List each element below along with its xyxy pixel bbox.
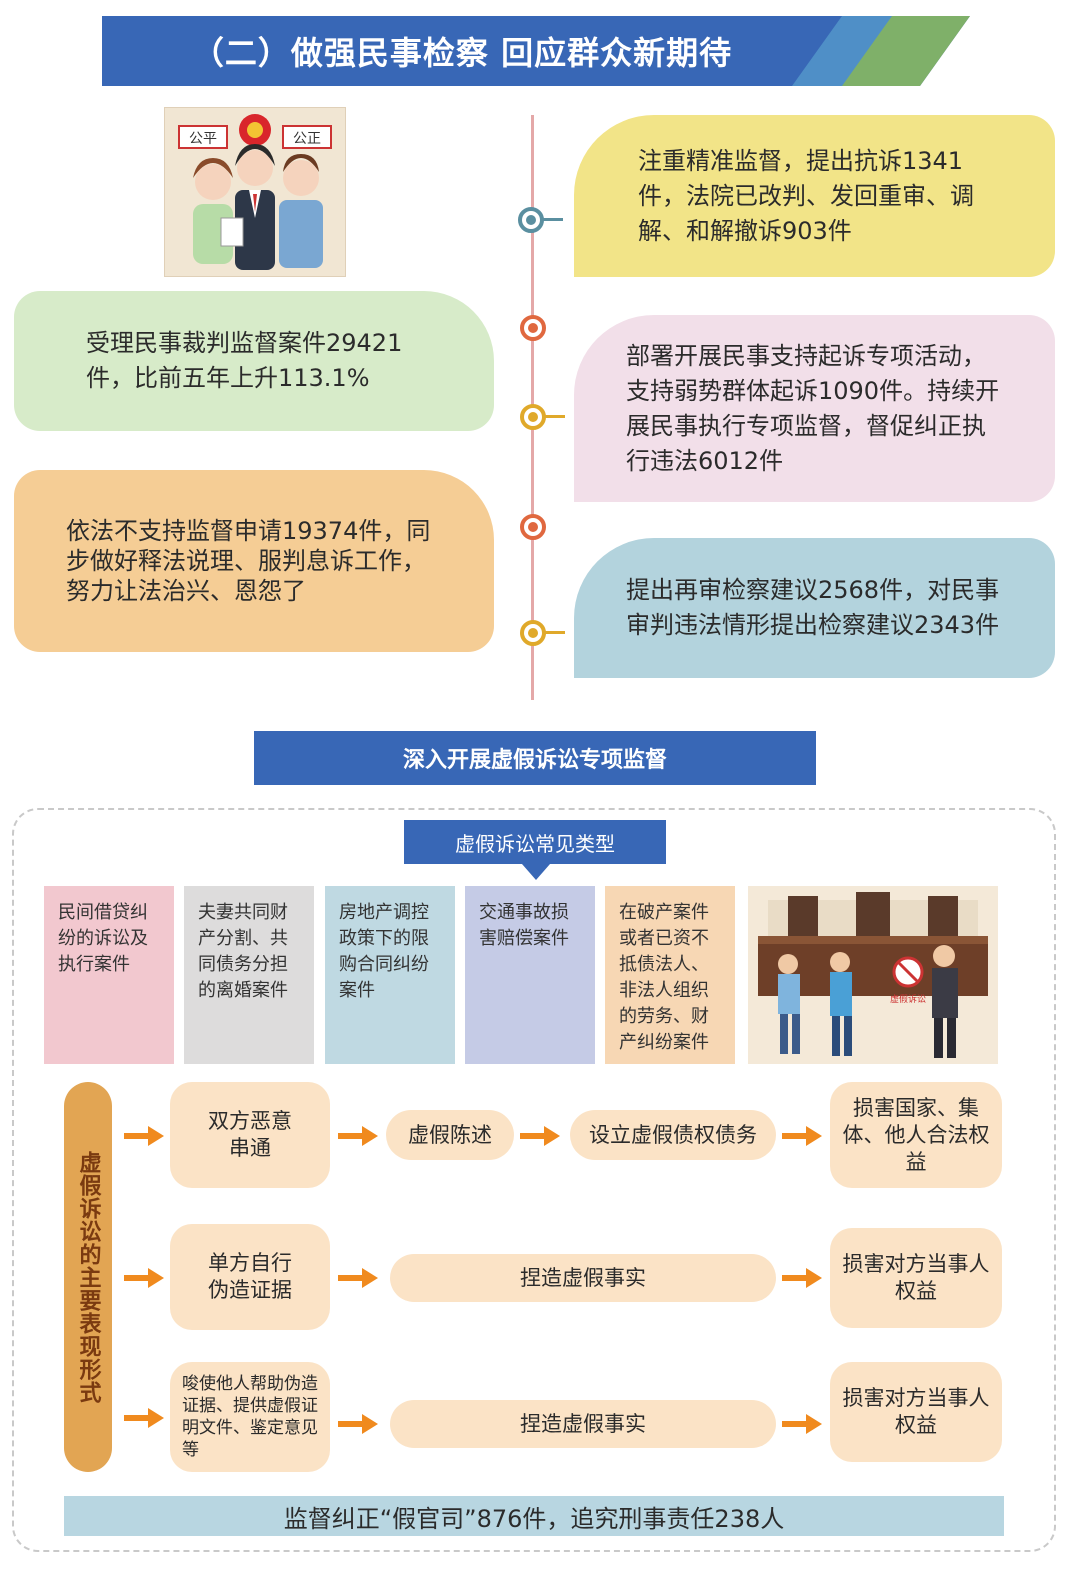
arrow-icon [124, 1268, 164, 1288]
arrow-icon [782, 1414, 822, 1434]
stat-text-cases: 受理民事裁判监督案件29421件，比前五年上升113.1% [86, 329, 403, 392]
arrow-icon [782, 1268, 822, 1288]
page-title: （二）做强民事检察 回应群众新期待 [191, 34, 733, 72]
title-banner: （二）做强民事检察 回应群众新期待 [102, 16, 970, 86]
stat-text-applications: 依法不支持监督申请19374件，同步做好释法说理、服判息诉工作，努力让法治兴、恩… [66, 517, 431, 605]
type-card-text: 民间借贷纠纷的诉讼及执行案件 [58, 902, 148, 975]
stat-bubble-recommendations: 提出再审检察建议2568件，对民事审判违法情形提出检察建议2343件 [574, 538, 1055, 678]
type-card-loan: 民间借贷纠纷的诉讼及执行案件 [44, 886, 174, 1064]
form-end-text: 损害对方当事人权益 [842, 1386, 990, 1437]
form-start-forgery: 单方自行伪造证据 [170, 1224, 330, 1330]
arrow-icon [124, 1126, 164, 1146]
sign-left: 公平 [189, 131, 217, 147]
timeline-node-4 [520, 514, 546, 540]
types-pointer [522, 864, 550, 880]
timeline-node-1 [518, 207, 544, 233]
type-card-divorce: 夫妻共同财产分割、共同债务分担的离婚案件 [184, 886, 314, 1064]
arrow-icon [520, 1126, 560, 1146]
form-start-collusion: 双方恶意串通 [170, 1082, 330, 1188]
dashed-frame [12, 808, 1056, 1552]
stat-text-recommendations: 提出再审检察建议2568件，对民事审判违法情形提出检察建议2343件 [626, 576, 1000, 639]
forms-label-text: 虚假诉讼的主要表现形式 [75, 1150, 101, 1404]
arrow-icon [338, 1126, 378, 1146]
type-card-traffic: 交通事故损害赔偿案件 [465, 886, 595, 1064]
form-mid-text: 捏造虚假事实 [520, 1411, 646, 1436]
form-mid-text: 捏造虚假事实 [520, 1265, 646, 1290]
stat-bubble-cases: 受理民事裁判监督案件29421件，比前五年上升113.1% [14, 291, 494, 431]
form-fabricate-facts: 捏造虚假事实 [390, 1254, 776, 1302]
form-start-text: 唆使他人帮助伪造证据、提供虚假证明文件、鉴定意见等 [182, 1374, 318, 1460]
badge-label: 虚假诉讼 [890, 993, 926, 1005]
form-start-text: 单方自行伪造证据 [208, 1251, 292, 1302]
courtroom-illustration: 虚假诉讼 [748, 886, 998, 1064]
type-card-text: 在破产案件或者已资不抵债法人、非法人组织的劳务、财产纠纷案件 [619, 902, 709, 1053]
arrow-icon [338, 1414, 378, 1434]
type-card-housing: 房地产调控政策下的限购合同纠纷案件 [325, 886, 455, 1064]
arrow-icon [782, 1126, 822, 1146]
form-end-text: 损害国家、集体、他人合法权益 [842, 1095, 990, 1174]
type-card-text: 交通事故损害赔偿案件 [479, 902, 569, 949]
types-title: 虚假诉讼常见类型 [404, 820, 666, 864]
form-end-text: 损害对方当事人权益 [842, 1252, 990, 1303]
form-mid-text: 虚假陈述 [408, 1122, 492, 1147]
stat-text-protests: 注重精准监督，提出抗诉1341件，法院已改判、发回重审、调解、和解撤诉903件 [638, 146, 974, 245]
type-card-text: 夫妻共同财产分割、共同债务分担的离婚案件 [198, 902, 288, 1001]
arrow-icon [124, 1408, 164, 1428]
banner-background [102, 16, 970, 86]
form-mid-text: 设立虚假债权债务 [589, 1122, 757, 1147]
stat-text-support: 部署开展民事支持起诉专项活动，支持弱势群体起诉1090件。持续开展民事执行专项监… [626, 341, 1000, 475]
form-end-harm-party: 损害对方当事人权益 [830, 1228, 1002, 1328]
form-false-statement: 虚假陈述 [386, 1110, 514, 1160]
form-false-debt: 设立虚假债权债务 [570, 1110, 776, 1160]
timeline-connector-5 [545, 631, 565, 634]
form-fabricate-facts-2: 捏造虚假事实 [390, 1400, 776, 1448]
section-title-false-litigation: 深入开展虚假诉讼专项监督 [254, 731, 816, 785]
timeline-connector-1 [543, 218, 563, 221]
type-card-text: 房地产调控政策下的限购合同纠纷案件 [339, 902, 429, 1001]
sign-right: 公正 [293, 131, 321, 147]
timeline-node-3 [520, 404, 546, 430]
timeline-node-2 [520, 315, 546, 341]
forms-label: 虚假诉讼的主要表现形式 [64, 1082, 112, 1472]
arrow-icon [338, 1268, 378, 1288]
stat-bubble-applications: 依法不支持监督申请19374件，同步做好释法说理、服判息诉工作，努力让法治兴、恩… [14, 470, 494, 652]
form-start-text: 双方恶意串通 [208, 1109, 292, 1160]
form-start-instigation: 唆使他人帮助伪造证据、提供虚假证明文件、鉴定意见等 [170, 1362, 330, 1472]
footer-summary: 监督纠正“假官司”876件，追究刑事责任238人 [64, 1496, 1004, 1536]
form-end-harm-public: 损害国家、集体、他人合法权益 [830, 1082, 1002, 1188]
timeline-connector-3 [545, 415, 565, 418]
prosecutor-illustration: 公平 公正 [164, 107, 346, 277]
timeline-node-5 [520, 620, 546, 646]
form-end-harm-party-2: 损害对方当事人权益 [830, 1362, 1002, 1462]
type-card-bankruptcy: 在破产案件或者已资不抵债法人、非法人组织的劳务、财产纠纷案件 [605, 886, 735, 1064]
stat-bubble-protests: 注重精准监督，提出抗诉1341件，法院已改判、发回重审、调解、和解撤诉903件 [574, 115, 1055, 277]
stat-bubble-support: 部署开展民事支持起诉专项活动，支持弱势群体起诉1090件。持续开展民事执行专项监… [574, 315, 1055, 502]
